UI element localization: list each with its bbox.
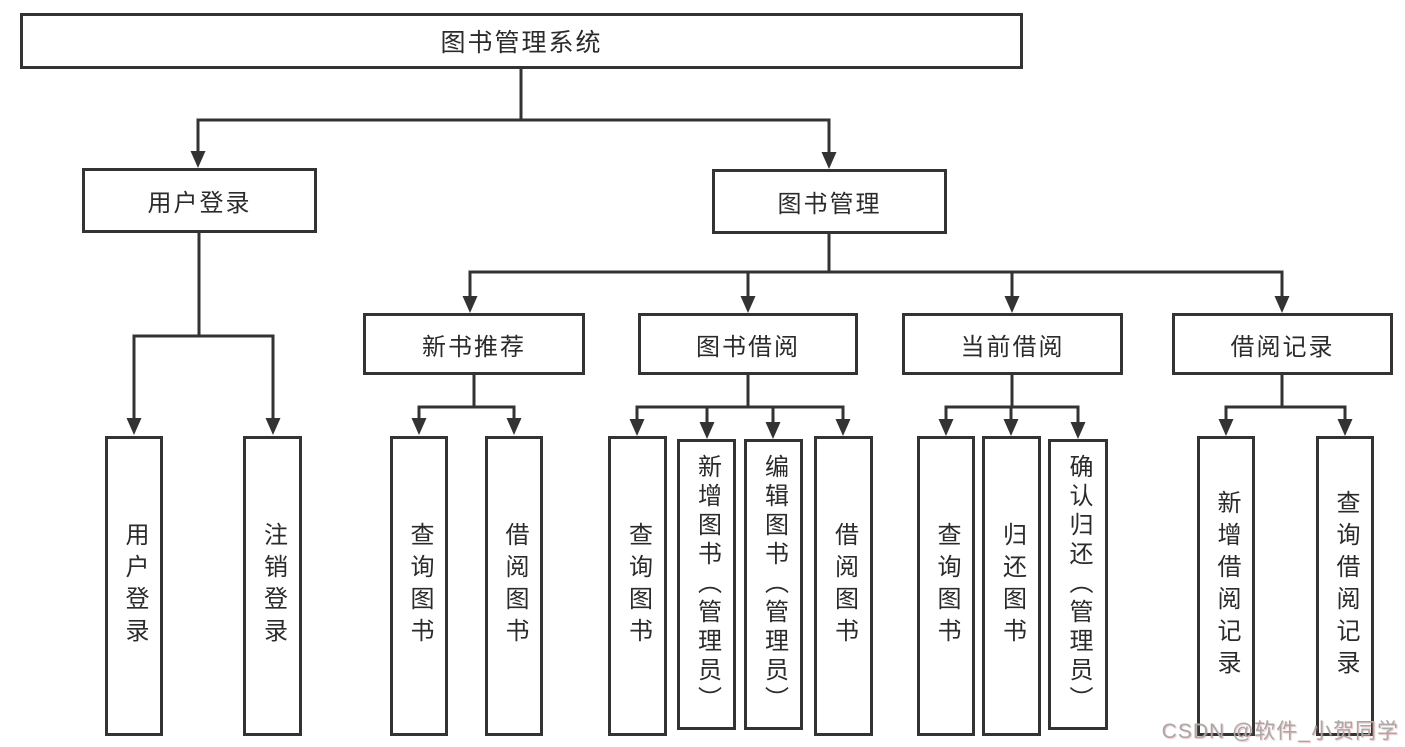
node-label: 借阅记录 xyxy=(1230,333,1335,361)
leaf-label: 归还图书 xyxy=(998,522,1026,650)
leaf-borrow-query-books: 查询图书 xyxy=(608,436,667,736)
leaf-add-book-admin: 新增图书（管理员） xyxy=(677,439,736,730)
leaf-newbooks-borrow-books: 借阅图书 xyxy=(485,436,543,736)
node-new-book-recommend: 新书推荐 xyxy=(363,313,585,375)
leaf-label: 借阅图书 xyxy=(830,522,858,650)
leaf-label: 注销登录 xyxy=(259,522,287,650)
node-user-login: 用户登录 xyxy=(82,168,317,233)
leaf-return-books: 归还图书 xyxy=(982,436,1041,736)
node-label: 用户登录 xyxy=(147,190,252,217)
leaf-label: 用户登录 xyxy=(121,522,148,650)
leaf-newbooks-query-books: 查询图书 xyxy=(390,436,448,736)
leaf-logout: 注销登录 xyxy=(243,436,302,736)
node-borrow-records: 借阅记录 xyxy=(1172,313,1393,375)
node-label: 图书借阅 xyxy=(696,333,800,361)
node-book-management: 图书管理 xyxy=(712,169,947,234)
leaf-query-borrow-record: 查询借阅记录 xyxy=(1316,436,1374,736)
node-book-borrow: 图书借阅 xyxy=(638,313,858,375)
leaf-label: 查询借阅记录 xyxy=(1332,490,1359,682)
node-label: 新书推荐 xyxy=(422,333,526,361)
leaf-label: 查询图书 xyxy=(624,522,652,650)
leaf-label: 编辑图书（管理员） xyxy=(760,454,788,715)
leaf-borrow-borrow-books: 借阅图书 xyxy=(814,436,873,736)
leaf-label: 新增借阅记录 xyxy=(1213,490,1240,682)
leaf-edit-book-admin: 编辑图书（管理员） xyxy=(744,439,803,730)
leaf-add-borrow-record: 新增借阅记录 xyxy=(1197,436,1255,736)
leaf-label: 查询图书 xyxy=(933,522,960,650)
node-system-root: 图书管理系统 xyxy=(20,13,1023,69)
leaf-current-query-books: 查询图书 xyxy=(917,436,975,736)
node-label: 当前借阅 xyxy=(960,333,1065,361)
leaf-user-login: 用户登录 xyxy=(105,436,163,736)
leaf-label: 借阅图书 xyxy=(501,522,528,650)
leaf-confirm-return-admin: 确认归还（管理员） xyxy=(1048,439,1108,730)
csdn-watermark: CSDN @软件_小贺同学 xyxy=(1161,720,1399,743)
node-label: 图书管理 xyxy=(777,191,882,218)
leaf-label: 查询图书 xyxy=(406,522,433,650)
node-label: 图书管理系统 xyxy=(440,29,603,57)
node-current-borrow: 当前借阅 xyxy=(902,313,1123,375)
tree-edges xyxy=(132,67,1347,425)
leaf-label: 新增图书（管理员） xyxy=(693,454,721,715)
leaf-label: 确认归还（管理员） xyxy=(1065,454,1092,715)
